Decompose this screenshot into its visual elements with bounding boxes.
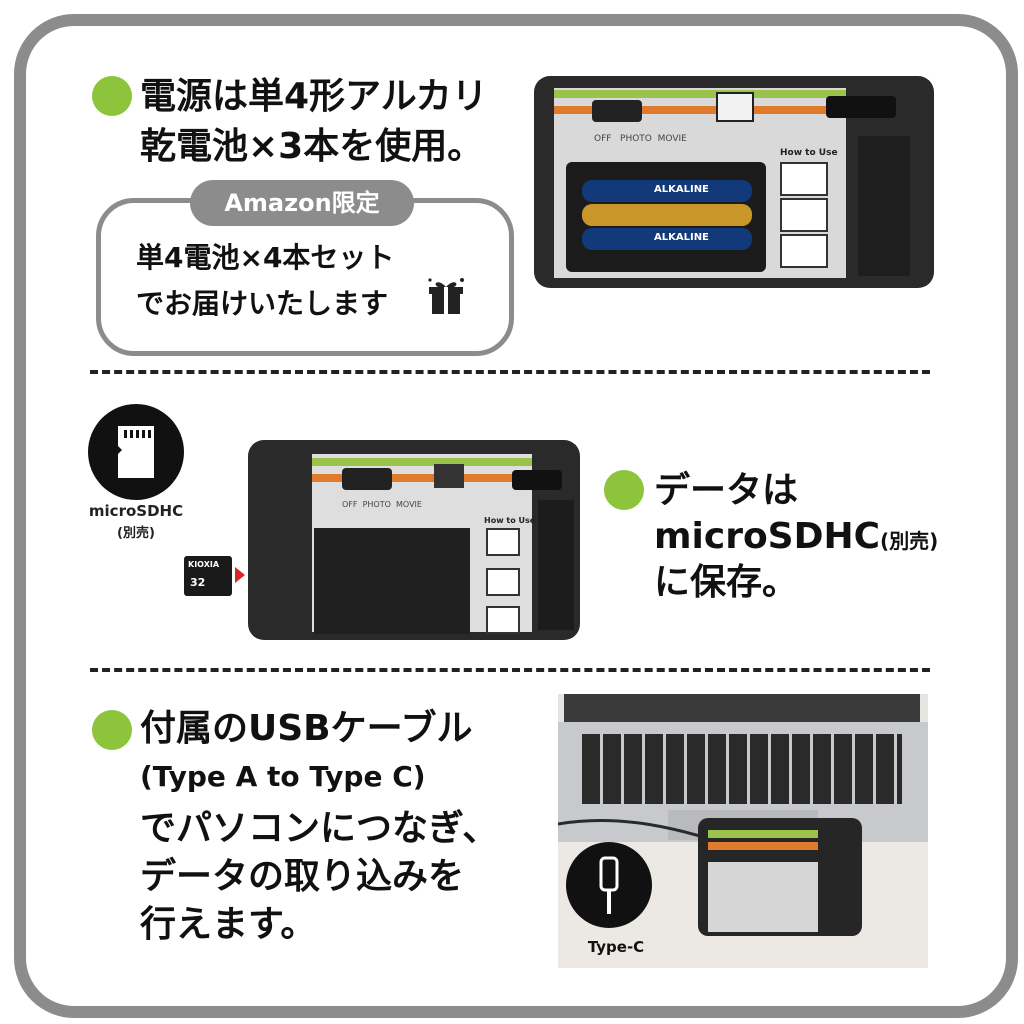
microsdhc-label: microSDHC <box>88 502 184 520</box>
section3-heading-line5: 行えます。 <box>140 904 317 945</box>
microsdhc-text: microSDHC <box>654 516 881 557</box>
section1-heading-line1: 電源は単4形アルカリ <box>140 76 488 117</box>
gift-icon <box>428 278 464 314</box>
mode-label-movie: MOVIE <box>396 500 422 509</box>
mode-label-off: OFF <box>594 134 612 144</box>
mode-label-photo: PHOTO <box>362 500 391 509</box>
sd-card-icon-circle <box>88 404 184 500</box>
bullet-icon <box>604 470 644 510</box>
bullet-icon <box>92 710 132 750</box>
promo-line1: 単4電池×4本セット <box>136 241 395 274</box>
section3-heading-line4: データの取り込みを <box>140 856 465 897</box>
bullet-icon <box>92 76 132 116</box>
section3-heading-line3: でパソコンにつなぎ、 <box>140 808 499 849</box>
sd-card-icon <box>118 426 154 478</box>
how-to-use-label: How to Use <box>780 148 838 158</box>
sd-card-photo: KIOXIA 32 <box>184 556 232 596</box>
section2-heading-line1: データは <box>654 470 799 511</box>
sold-separately-text: (別売) <box>880 529 939 553</box>
camera-sd-slot-photo: OFF PHOTO MOVIE How to Use <box>248 440 580 640</box>
section2-heading-line3: に保存。 <box>654 562 799 603</box>
sd-card-capacity: 32 <box>190 576 206 589</box>
usb-c-plug-icon <box>599 856 619 914</box>
how-to-use-label: How to Use <box>484 516 536 525</box>
promo-line2: でお届けいたします <box>136 287 389 320</box>
amazon-limited-badge: Amazon限定 <box>190 180 414 226</box>
section3-heading-line1: 付属のUSBケーブル <box>140 708 473 749</box>
camera-battery-photo: OFF PHOTO MOVIE ALKALINE ALKALINE How to… <box>534 76 934 288</box>
laptop-connection-photo: Type-C <box>558 694 928 968</box>
usb-c-icon-circle <box>566 842 652 928</box>
mode-label-off: OFF <box>342 500 358 509</box>
section-divider <box>90 668 930 672</box>
type-c-label: Type-C <box>587 938 645 956</box>
battery-label: ALKALINE <box>654 184 709 195</box>
mode-label-photo: PHOTO <box>620 134 652 144</box>
sd-card-brand: KIOXIA <box>188 560 220 569</box>
battery-label: ALKALINE <box>654 232 709 243</box>
section-divider <box>90 370 930 374</box>
sold-separately-label: (別売) <box>117 526 155 541</box>
section1-heading-line2: 乾電池×3本を使用。 <box>140 126 484 167</box>
mode-label-movie: MOVIE <box>657 134 687 144</box>
section2-heading-line2: microSDHC(別売) <box>654 512 938 566</box>
insert-arrow-icon <box>235 567 245 583</box>
section3-heading-line2: (Type A to Type C) <box>140 760 426 793</box>
